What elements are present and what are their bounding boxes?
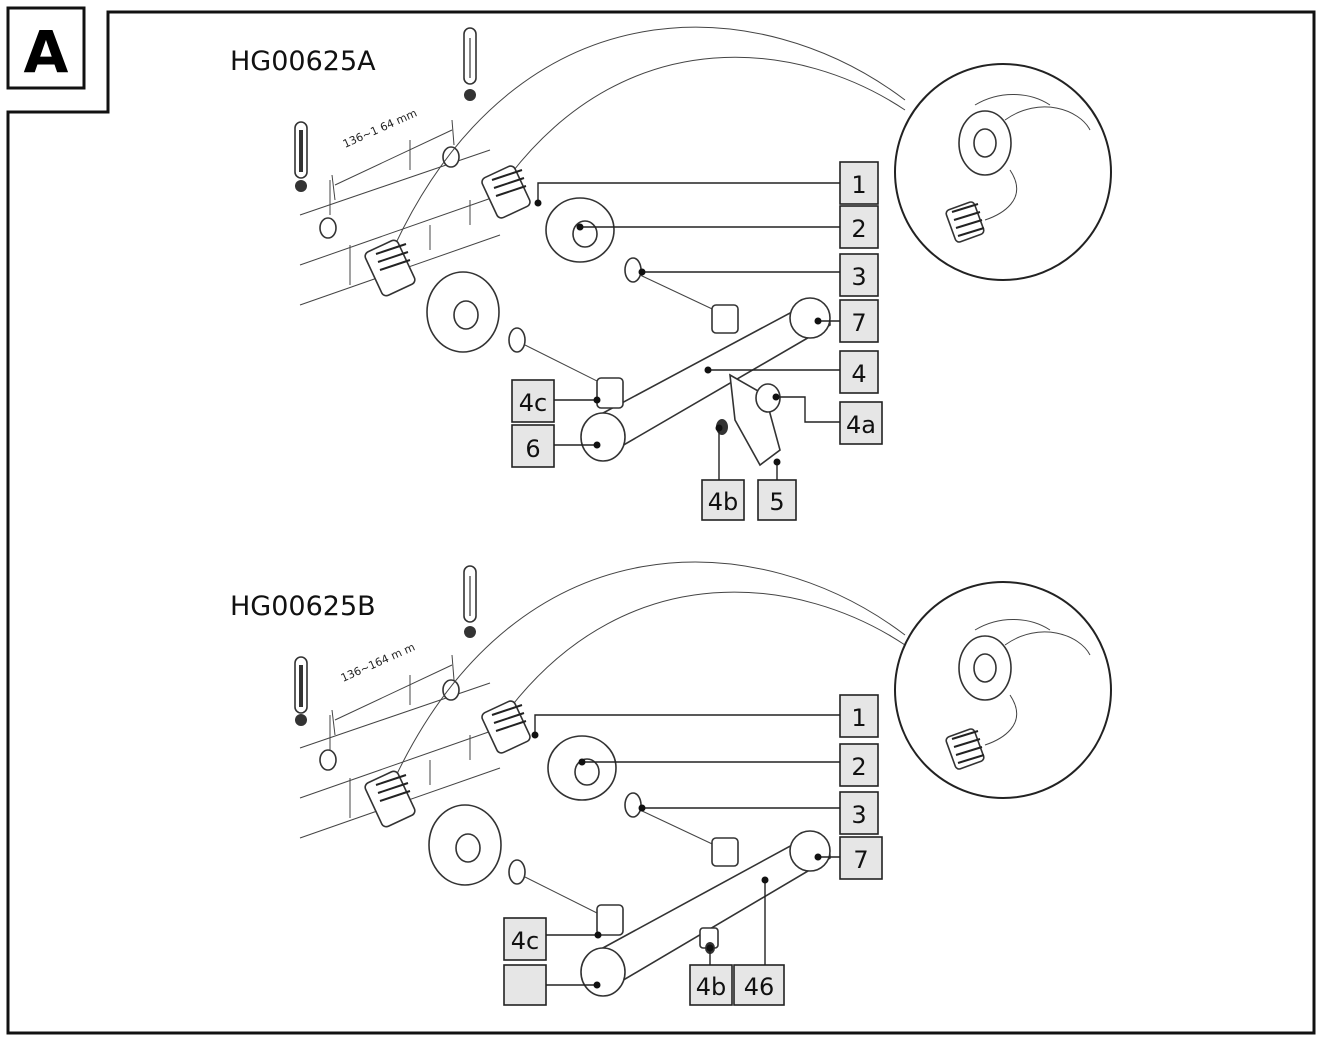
panel-b: HG00625B 136~164 m m xyxy=(230,561,1112,1006)
thermostatic-mixer-body xyxy=(580,830,831,997)
svg-text:4a: 4a xyxy=(846,411,876,439)
svg-text:3: 3 xyxy=(851,263,866,291)
callout-4b: 4b xyxy=(701,424,745,521)
eccentric-connector xyxy=(481,700,531,754)
teflon-tape-inset xyxy=(894,63,1112,281)
callout-3: 3 xyxy=(638,253,879,297)
callout-4c: 4c xyxy=(511,379,601,423)
cover-flange xyxy=(547,735,617,801)
leader-arc xyxy=(509,56,906,176)
callout-7: 7 xyxy=(814,299,879,343)
thermometer-icon xyxy=(294,121,308,192)
model-number-b: HG00625B xyxy=(230,591,376,622)
dimension-a: 136~1 64 mm xyxy=(331,106,455,201)
cover-flange xyxy=(428,804,502,886)
washer xyxy=(508,859,526,885)
callout-4c: 4c xyxy=(503,917,602,961)
washer xyxy=(624,792,642,818)
svg-text:4b: 4b xyxy=(708,488,739,516)
svg-text:7: 7 xyxy=(851,309,866,337)
leader-arc xyxy=(394,26,906,246)
thermometer-icon xyxy=(463,27,477,101)
outer-frame xyxy=(6,10,1316,1035)
callout-1: 1 xyxy=(534,161,879,207)
svg-text:7: 7 xyxy=(853,846,868,874)
wall-a xyxy=(299,140,501,306)
eccentric-connector xyxy=(481,165,531,219)
washer xyxy=(624,257,642,283)
svg-text:1: 1 xyxy=(851,704,866,732)
eccentric-connector xyxy=(364,770,416,828)
leader-arc xyxy=(509,591,906,709)
model-number-a: HG00625A xyxy=(230,46,376,77)
svg-text:46: 46 xyxy=(744,973,775,1001)
callout-5: 5 xyxy=(757,458,797,521)
svg-text:4b: 4b xyxy=(696,973,727,1001)
callout-1: 1 xyxy=(531,694,879,739)
svg-text:5: 5 xyxy=(769,488,784,516)
svg-text:4: 4 xyxy=(851,360,866,388)
svg-text:6: 6 xyxy=(525,435,540,463)
dimension-label-a: 136~1 64 mm xyxy=(341,106,419,150)
callout-7: 7 xyxy=(814,836,883,880)
callout-2: 2 xyxy=(576,205,879,249)
cover-flange xyxy=(426,271,500,353)
leader-arc xyxy=(394,561,906,779)
dimension-label-b: 136~164 m m xyxy=(339,640,417,684)
svg-text:2: 2 xyxy=(851,215,866,243)
svg-text:4c: 4c xyxy=(519,389,547,417)
teflon-tape-inset xyxy=(894,581,1112,799)
thermostatic-mixer-body xyxy=(580,297,831,467)
svg-text:2: 2 xyxy=(851,753,866,781)
panel-a: HG00625A 136~1 64 mm xyxy=(230,26,1112,521)
thermometer-icon xyxy=(463,565,477,638)
washer xyxy=(508,327,526,353)
dimension-b: 136~164 m m xyxy=(331,640,455,736)
thermometer-icon xyxy=(294,656,308,726)
callout-2: 2 xyxy=(578,743,879,787)
callout-4: 4 xyxy=(704,350,879,394)
callout-46: 46 xyxy=(733,876,785,1006)
svg-text:3: 3 xyxy=(851,801,866,829)
callout-3: 3 xyxy=(638,791,879,835)
svg-text:1: 1 xyxy=(851,171,866,199)
callout-6 xyxy=(503,964,601,1006)
eccentric-connector xyxy=(364,239,416,297)
letter-box xyxy=(6,6,86,90)
callout-4b: 4b xyxy=(689,944,733,1006)
figure-letter: A xyxy=(24,18,69,86)
svg-text:4c: 4c xyxy=(511,927,539,955)
callout-6: 6 xyxy=(511,424,601,468)
callout-4a: 4a xyxy=(772,393,883,445)
